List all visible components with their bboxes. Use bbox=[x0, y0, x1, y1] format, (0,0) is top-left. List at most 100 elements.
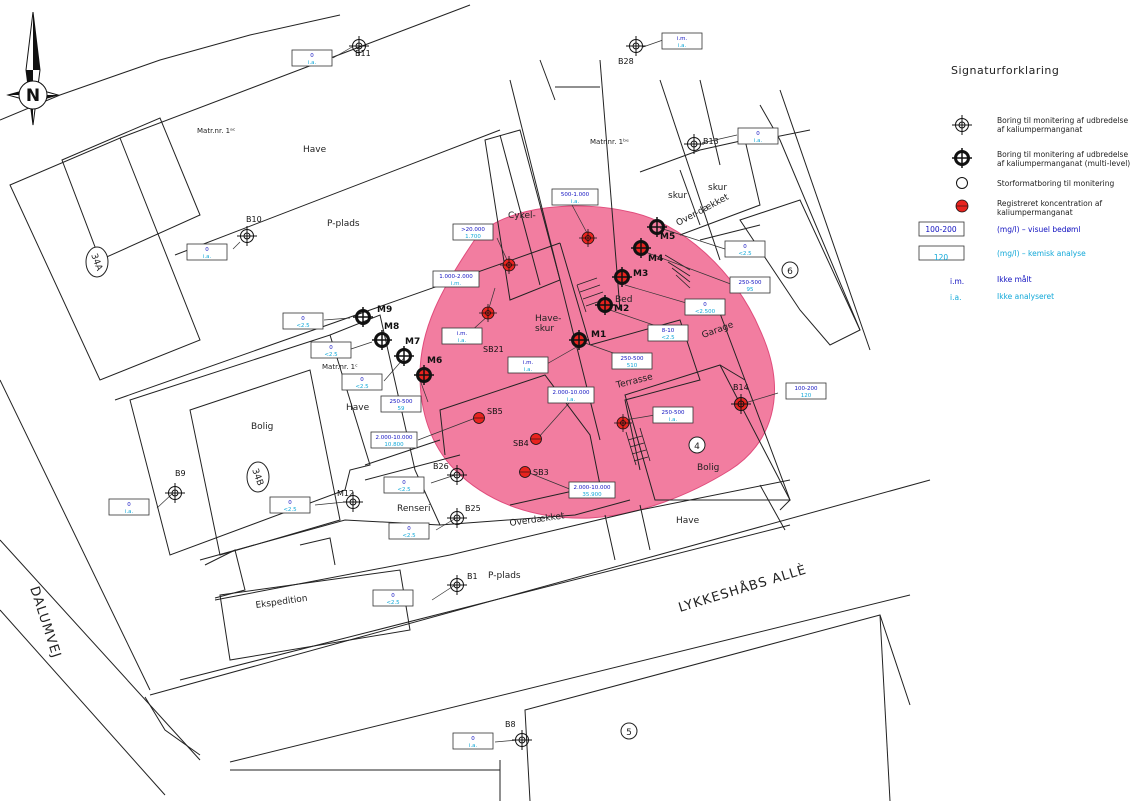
boring-icon bbox=[349, 36, 369, 56]
area-label-have-skur-2: skur bbox=[535, 324, 554, 334]
visual-value: 0 bbox=[205, 247, 209, 253]
sample-point-sb21b[interactable]: i.m.i.a. bbox=[441, 327, 483, 345]
legend-item-boring: Boring til monitering af udbredelse af k… bbox=[952, 115, 1128, 135]
boring-icon bbox=[447, 575, 467, 595]
visual-value: 0 bbox=[301, 316, 305, 322]
sample-point-m8[interactable]: M80<2.5 bbox=[310, 322, 399, 359]
value-box bbox=[452, 223, 494, 241]
house-number-34a: 34A bbox=[85, 246, 109, 278]
point-id-label: M4 bbox=[648, 254, 663, 264]
chem-value: <2.5 bbox=[402, 533, 416, 539]
value-box bbox=[383, 476, 425, 494]
matr-label-1c: Matr.nr. 1ᶜ bbox=[322, 363, 358, 371]
chem-value: 59 bbox=[398, 406, 405, 412]
point-id-label: M6 bbox=[427, 356, 442, 366]
point-id-label: M2 bbox=[614, 304, 629, 314]
visual-value: 0 bbox=[310, 53, 314, 59]
point-id-label: M8 bbox=[384, 322, 399, 332]
multilevel-boring-icon bbox=[631, 238, 651, 258]
area-label-ekspedition: Ekspedition bbox=[255, 594, 308, 611]
svg-text:120: 120 bbox=[934, 253, 949, 262]
value-box bbox=[432, 270, 480, 288]
sample-point-m2[interactable]: M28-10<2.5 bbox=[595, 295, 689, 342]
legend-title: Signaturforklaring bbox=[951, 64, 1059, 77]
svg-text:(mg/l) – visuel bedøml: (mg/l) – visuel bedøml bbox=[997, 225, 1080, 234]
chem-value: i.a. bbox=[678, 43, 687, 49]
boring-icon bbox=[512, 730, 532, 750]
multilevel-boring-icon bbox=[353, 307, 373, 327]
sample-point-m7[interactable]: M70<2.5 bbox=[341, 337, 420, 391]
storformat-boring-icon bbox=[956, 177, 968, 189]
point-id-label: B10 bbox=[246, 215, 262, 224]
value-box bbox=[388, 522, 430, 540]
boring-icon bbox=[237, 226, 257, 246]
value-box bbox=[568, 481, 616, 499]
value-box bbox=[551, 188, 599, 206]
svg-text:6: 6 bbox=[787, 267, 793, 277]
point-id-label: M5 bbox=[660, 232, 675, 242]
sample-point-m5[interactable]: M50<2.5 bbox=[647, 217, 766, 258]
sample-point-m9[interactable]: M90<2.5 bbox=[282, 305, 392, 330]
boring-icon bbox=[447, 508, 467, 528]
area-label-bolig-left: Bolig bbox=[251, 422, 273, 432]
visual-value: 0 bbox=[756, 131, 760, 137]
sample-point-m3[interactable]: M30<2.500 bbox=[612, 267, 726, 316]
value-box bbox=[652, 406, 694, 424]
multilevel-boring-icon bbox=[952, 148, 972, 168]
point-id-label: B9 bbox=[175, 469, 186, 478]
value-box bbox=[647, 324, 689, 342]
svg-text:100-200: 100-200 bbox=[925, 225, 957, 234]
boring-icon bbox=[165, 483, 185, 503]
visual-value: i.m. bbox=[457, 331, 468, 337]
value-box bbox=[370, 431, 418, 449]
storformat-positive-icon bbox=[579, 229, 597, 247]
svg-text:Boring til monitering af udbre: Boring til monitering af udbredelse bbox=[997, 116, 1128, 125]
area-label-have-skur: Have- bbox=[535, 314, 561, 324]
chem-value: i.a. bbox=[203, 254, 212, 260]
visual-value: 250-500 bbox=[739, 280, 762, 286]
boring-icon bbox=[626, 36, 646, 56]
north-arrow: N bbox=[6, 11, 60, 126]
value-box bbox=[186, 243, 228, 261]
legend-item-storformat: Storformatboring til monitering bbox=[956, 177, 1115, 189]
sample-point-b10[interactable]: B10 0i.a. bbox=[186, 215, 262, 261]
area-label-skur-1: skur bbox=[668, 191, 687, 201]
sample-point-sb16[interactable]: i.m.i.a. bbox=[507, 356, 549, 374]
visual-value: 0 bbox=[471, 736, 475, 742]
value-box bbox=[452, 732, 494, 750]
value-box bbox=[291, 49, 333, 67]
point-id-label: B1 bbox=[467, 572, 478, 581]
visual-value: 500-1.000 bbox=[561, 192, 590, 198]
visual-value: 0 bbox=[391, 593, 395, 599]
point-id-label: M9 bbox=[377, 305, 392, 315]
registered-concentration-icon bbox=[955, 199, 969, 213]
chem-value: <2.5 bbox=[283, 507, 297, 513]
value-box bbox=[737, 127, 779, 145]
sample-point-b1[interactable]: B10<2.5 bbox=[372, 572, 478, 607]
value-box bbox=[282, 312, 324, 330]
svg-text:4: 4 bbox=[694, 442, 700, 452]
value-box bbox=[785, 382, 827, 400]
svg-text:af kaliumpermanganat (multi-le: af kaliumpermanganat (multi-level) bbox=[997, 159, 1130, 168]
area-label-have-left: Have bbox=[346, 403, 370, 413]
value-box bbox=[724, 240, 766, 258]
